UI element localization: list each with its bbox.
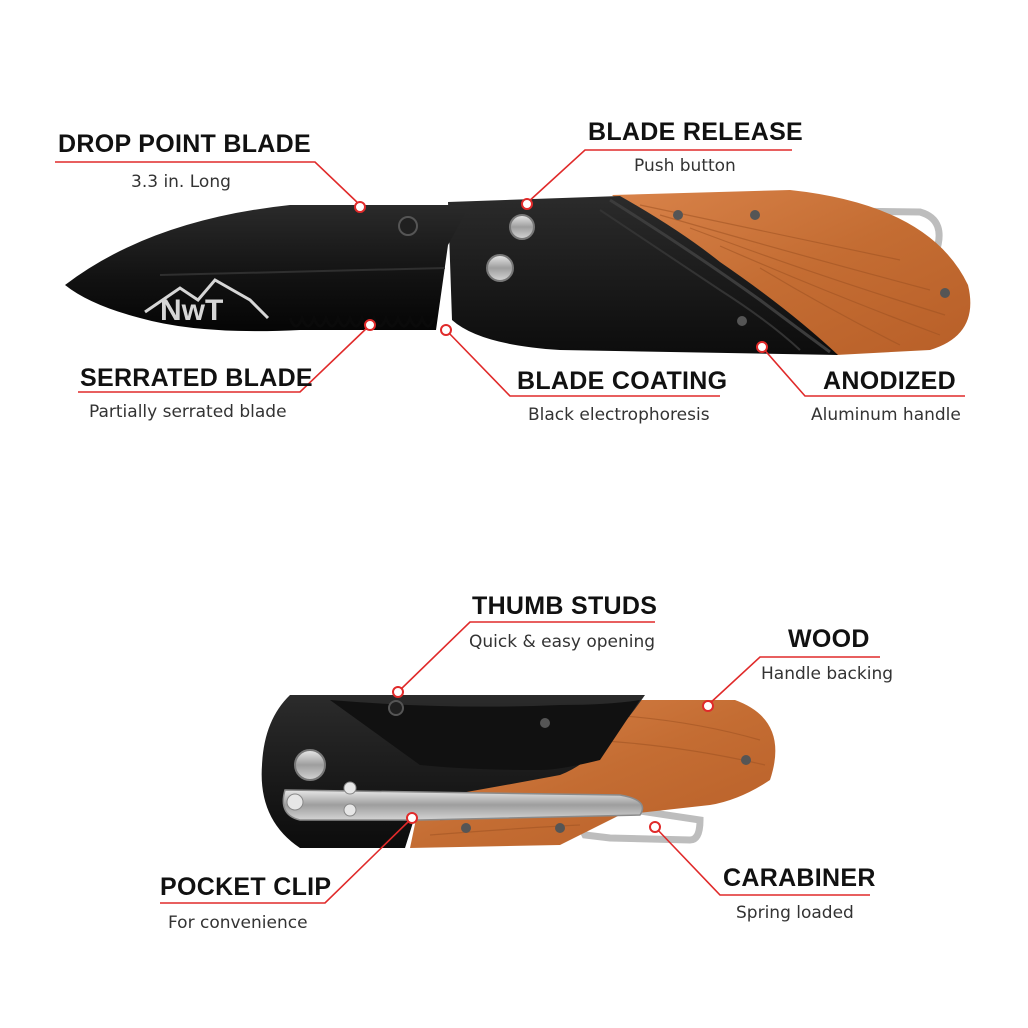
callout-subtitle-thumb-studs: Quick & easy opening: [469, 632, 656, 652]
serration-teeth: [288, 313, 436, 328]
callout-title-blade-release: BLADE RELEASE: [588, 118, 804, 146]
callout-subtitle-wood: Handle backing: [761, 664, 894, 684]
blade-top: [65, 205, 470, 332]
brand-logo: NwT: [144, 278, 270, 327]
thumb-stud-top: [398, 216, 418, 236]
pivot-screw-top: [486, 254, 514, 282]
callout-subtitle-pocket-clip: For convenience: [168, 913, 308, 933]
callout-title-serrated-blade: SERRATED BLADE: [80, 364, 313, 392]
wood-handle-top: [612, 190, 971, 355]
callout-leaders: [55, 149, 965, 904]
open-knife: NwT: [65, 190, 971, 355]
pocket-clip-shape: [282, 789, 644, 821]
callout-subtitle-carabiner: Spring loaded: [736, 903, 854, 923]
brand-engraving-text: NwT: [160, 294, 223, 327]
callout-subtitle-serrated-blade: Partially serrated blade: [89, 402, 287, 422]
callout-title-pocket-clip: POCKET CLIP: [160, 873, 332, 901]
callout-title-carabiner: CARABINER: [723, 864, 876, 892]
callout-title-drop-point-blade: DROP POINT BLADE: [58, 130, 311, 158]
thumb-stud-bottom: [388, 700, 404, 716]
callout-subtitle-blade-release: Push button: [634, 156, 736, 176]
pivot-screw-bottom: [294, 749, 326, 781]
closed-knife: [261, 695, 776, 848]
callout-subtitle-blade-coating: Black electrophoresis: [528, 405, 710, 425]
wood-grain: [639, 204, 946, 346]
blade-release-button: [509, 214, 535, 240]
callout-title-blade-coating: BLADE COATING: [517, 367, 728, 395]
callout-title-anodized: ANODIZED: [823, 367, 956, 395]
callout-subtitle-drop-point-blade: 3.3 in. Long: [131, 172, 231, 192]
callout-title-wood: WOOD: [788, 625, 870, 653]
callout-title-thumb-studs: THUMB STUDS: [472, 592, 658, 620]
aluminum-handle-top: [448, 196, 838, 355]
callout-dots: [354, 198, 768, 833]
callout-subtitle-anodized: Aluminum handle: [811, 405, 961, 425]
